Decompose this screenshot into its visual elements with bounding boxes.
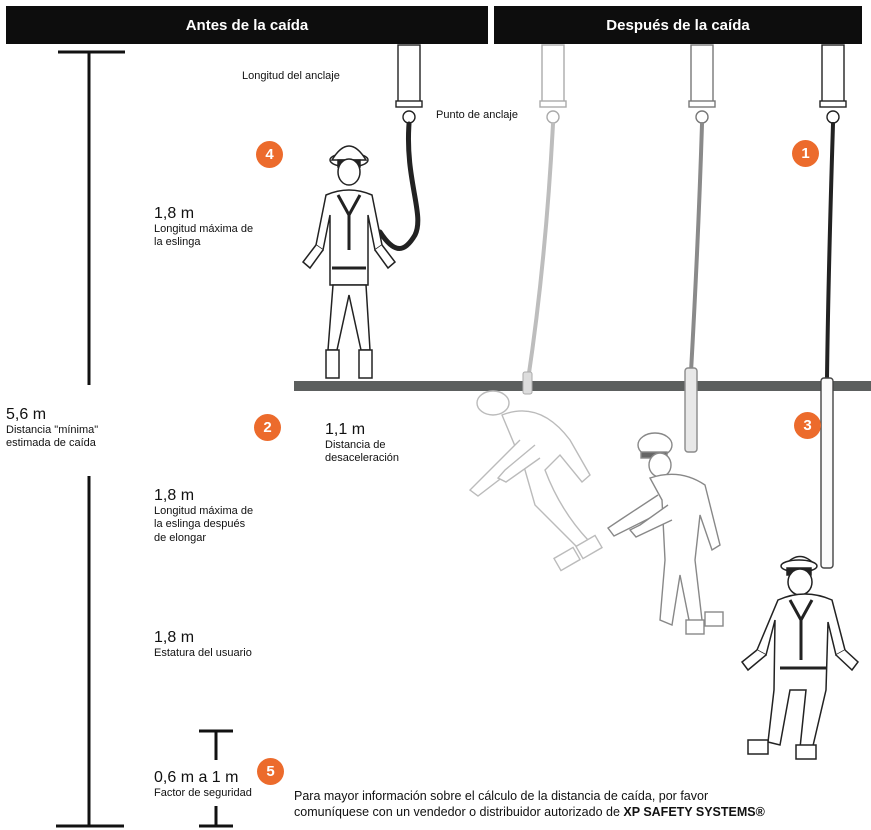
worker-fall-2 [606, 432, 724, 635]
total-fall-distance-desc-2: estimada de caída [6, 437, 96, 450]
anchor-length-label: Longitud del anclaje [242, 70, 340, 82]
total-fall-distance-desc-1: Distancia "mínima" [6, 424, 99, 437]
step-badge-2: 2 [254, 414, 281, 441]
total-distance-bar [56, 50, 125, 828]
lanyard-length-desc-1: Longitud máxima de [154, 223, 254, 236]
step-badge-1: 1 [792, 140, 819, 167]
lanyard-fall-1 [526, 122, 555, 382]
deceleration-distance-measure: 1,1 m Distancia de desaceleración [325, 420, 399, 466]
total-fall-distance-measure: 5,6 m Distancia "mínima" estimada de caí… [6, 405, 98, 451]
deceleration-distance-desc-2: desaceleración [325, 452, 399, 465]
lanyard-fall-3 [825, 122, 835, 380]
lanyard-length-value: 1,8 m [154, 205, 195, 222]
energy-absorber-fall-1 [522, 371, 533, 395]
step-badge-4: 4 [256, 141, 283, 168]
safety-factor-bar [199, 729, 233, 828]
deceleration-distance-desc-1: Distancia de [325, 439, 386, 452]
lanyard-length-desc-2: la eslinga [154, 236, 201, 249]
elongated-lanyard-desc-2: la eslinga después [154, 518, 246, 531]
energy-absorber-fall-3 [820, 377, 834, 569]
step-badge-3: 3 [794, 412, 821, 439]
worker-fall-1 [468, 390, 603, 572]
header-before-fall: Antes de la caída [6, 6, 488, 44]
footer-line-2-text: comuníquese con un vendedor o distribuid… [294, 804, 624, 819]
footer-line-2: comuníquese con un vendedor o distribuid… [294, 805, 866, 821]
step-badge-5: 5 [257, 758, 284, 785]
header-after-fall: Después de la caída [494, 6, 862, 44]
elongated-lanyard-value: 1,8 m [154, 487, 195, 504]
anchor-device-fall-3 [819, 44, 847, 124]
anchor-device-before [395, 44, 423, 124]
safety-factor-desc-1: Factor de seguridad [154, 787, 252, 800]
elongated-lanyard-desc-1: Longitud máxima de [154, 505, 254, 518]
brand-name: XP SAFETY SYSTEMS® [623, 804, 765, 819]
total-fall-distance-value: 5,6 m [6, 406, 47, 423]
footer-line-1: Para mayor información sobre el cálculo … [294, 789, 709, 803]
worker-fall-3 [740, 555, 860, 760]
lanyard-length-measure: 1,8 m Longitud máxima de la eslinga [154, 204, 253, 250]
header-before-label: Antes de la caída [185, 16, 309, 34]
safety-factor-value: 0,6 m a 1 m [154, 769, 239, 786]
deceleration-distance-value: 1,1 m [325, 421, 366, 438]
safety-factor-measure: 0,6 m a 1 m Factor de seguridad [154, 768, 252, 800]
energy-absorber-fall-2 [684, 367, 698, 453]
header-after-label: Después de la caída [606, 16, 750, 34]
lanyard-before [377, 121, 421, 251]
elongated-lanyard-desc-3: de elongar [154, 531, 206, 544]
worker-standing [301, 145, 397, 379]
user-height-value: 1,8 m [154, 629, 195, 646]
anchor-point-label: Punto de anclaje [436, 109, 518, 121]
elongated-lanyard-measure: 1,8 m Longitud máxima de la eslinga desp… [154, 486, 253, 545]
anchor-device-fall-1 [539, 44, 567, 124]
footer-note: Para mayor información sobre el cálculo … [294, 789, 866, 820]
lanyard-fall-2 [689, 122, 704, 374]
anchor-device-fall-2 [688, 44, 716, 124]
user-height-desc-1: Estatura del usuario [154, 647, 252, 660]
user-height-measure: 1,8 m Estatura del usuario [154, 628, 252, 660]
floor-platform [294, 381, 871, 391]
